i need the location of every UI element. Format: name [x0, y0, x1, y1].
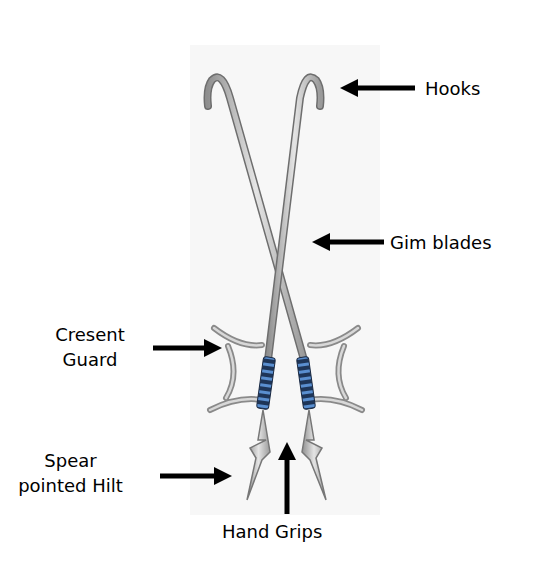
- crescent-guard-right-shine: [310, 328, 362, 410]
- part-label: Hooks: [425, 76, 480, 101]
- part-label: Gim blades: [390, 230, 492, 255]
- part-label: Hand Grips: [222, 519, 322, 544]
- leader-arrows: [153, 79, 415, 514]
- arrowhead: [204, 339, 222, 357]
- crescent-guard-left-shine: [210, 328, 262, 410]
- hand-grip-right: [296, 356, 315, 409]
- leader-line: [160, 474, 216, 479]
- leader-line: [285, 458, 290, 514]
- arrowhead: [214, 467, 232, 485]
- crescent-guard-left: [210, 328, 262, 410]
- leader-line: [328, 240, 384, 245]
- spear-hilt-left: [247, 410, 270, 500]
- leader-line: [153, 346, 206, 351]
- sword-left-hook: [208, 77, 305, 360]
- leader-line: [356, 86, 415, 91]
- sword-right-hook: [268, 77, 321, 360]
- hand-grip-left: [256, 356, 275, 409]
- arrowhead: [278, 442, 296, 460]
- arrowhead: [312, 233, 330, 251]
- part-label: Cresent Guard: [40, 322, 140, 372]
- arrowhead: [340, 79, 358, 97]
- spear-hilt-right: [302, 410, 326, 500]
- backdrop: [190, 45, 380, 515]
- crescent-guard-right: [310, 328, 362, 410]
- part-label: Spear pointed Hilt: [13, 448, 128, 498]
